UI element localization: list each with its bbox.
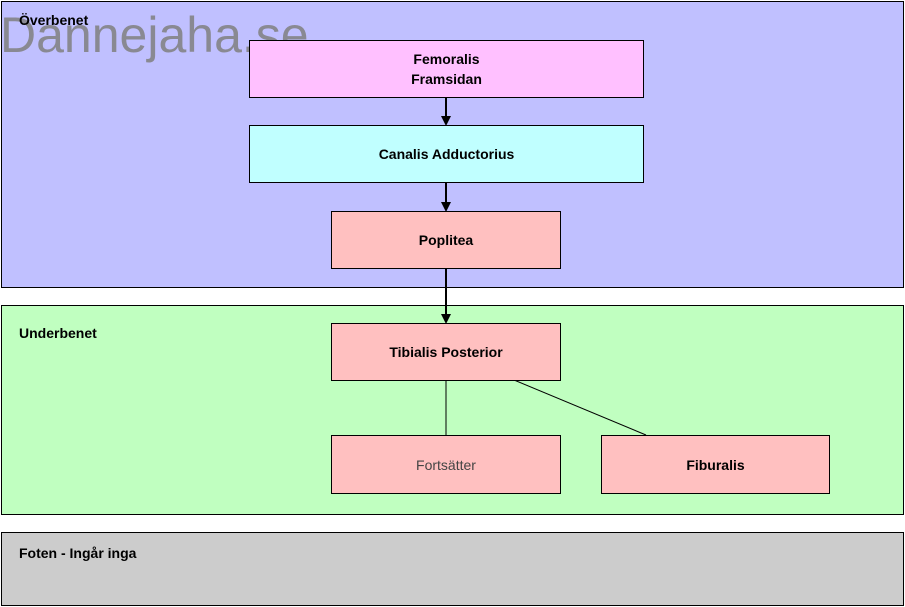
node-poplitea: Poplitea [331, 211, 561, 269]
node-tibialis-label: Tibialis Posterior [389, 344, 503, 360]
node-femoralis-framsidan: Femoralis Framsidan [249, 40, 644, 98]
node-fiburalis-label: Fiburalis [686, 456, 745, 473]
node-fortsatter-label: Fortsätter [416, 456, 476, 473]
edge-tibialis-fiburalis [513, 379, 647, 436]
node-poplitea-label: Poplitea [418, 232, 474, 248]
label-overbenet: Överbenet [19, 12, 89, 28]
label-foten: Foten - Ingår inga [19, 545, 137, 561]
region-foten [1, 532, 904, 606]
node-femoralis-line2: Framsidan [411, 71, 482, 87]
node-canalis-label: Canalis Adductorius [378, 146, 515, 162]
node-fiburalis: Fiburalis [601, 435, 830, 494]
label-underbenet: Underbenet [19, 325, 97, 341]
node-tibialis-posterior: Tibialis Posterior [331, 323, 561, 381]
node-fortsatter: Fortsätter [331, 435, 561, 494]
node-femoralis-line1: Femoralis [413, 51, 480, 67]
node-canalis-adductorius: Canalis Adductorius [249, 125, 644, 183]
